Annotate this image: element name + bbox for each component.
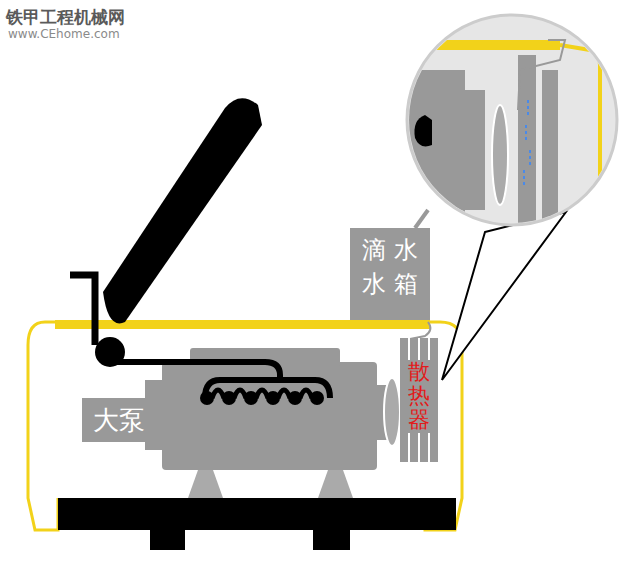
part-name: 滴水水箱 <box>354 234 426 301</box>
watermark: 铁甲工程机械网 <box>6 6 125 29</box>
part-name: 大泵 <box>82 402 156 438</box>
part-name: 散热器 <box>408 360 430 433</box>
drip-tank-label-box: 滴水水箱 <box>350 228 430 320</box>
radiator-box: 散热器 <box>400 338 438 462</box>
pump-label-box: 大泵 <box>82 398 156 442</box>
watermark: www.CEhome.com <box>8 27 120 41</box>
